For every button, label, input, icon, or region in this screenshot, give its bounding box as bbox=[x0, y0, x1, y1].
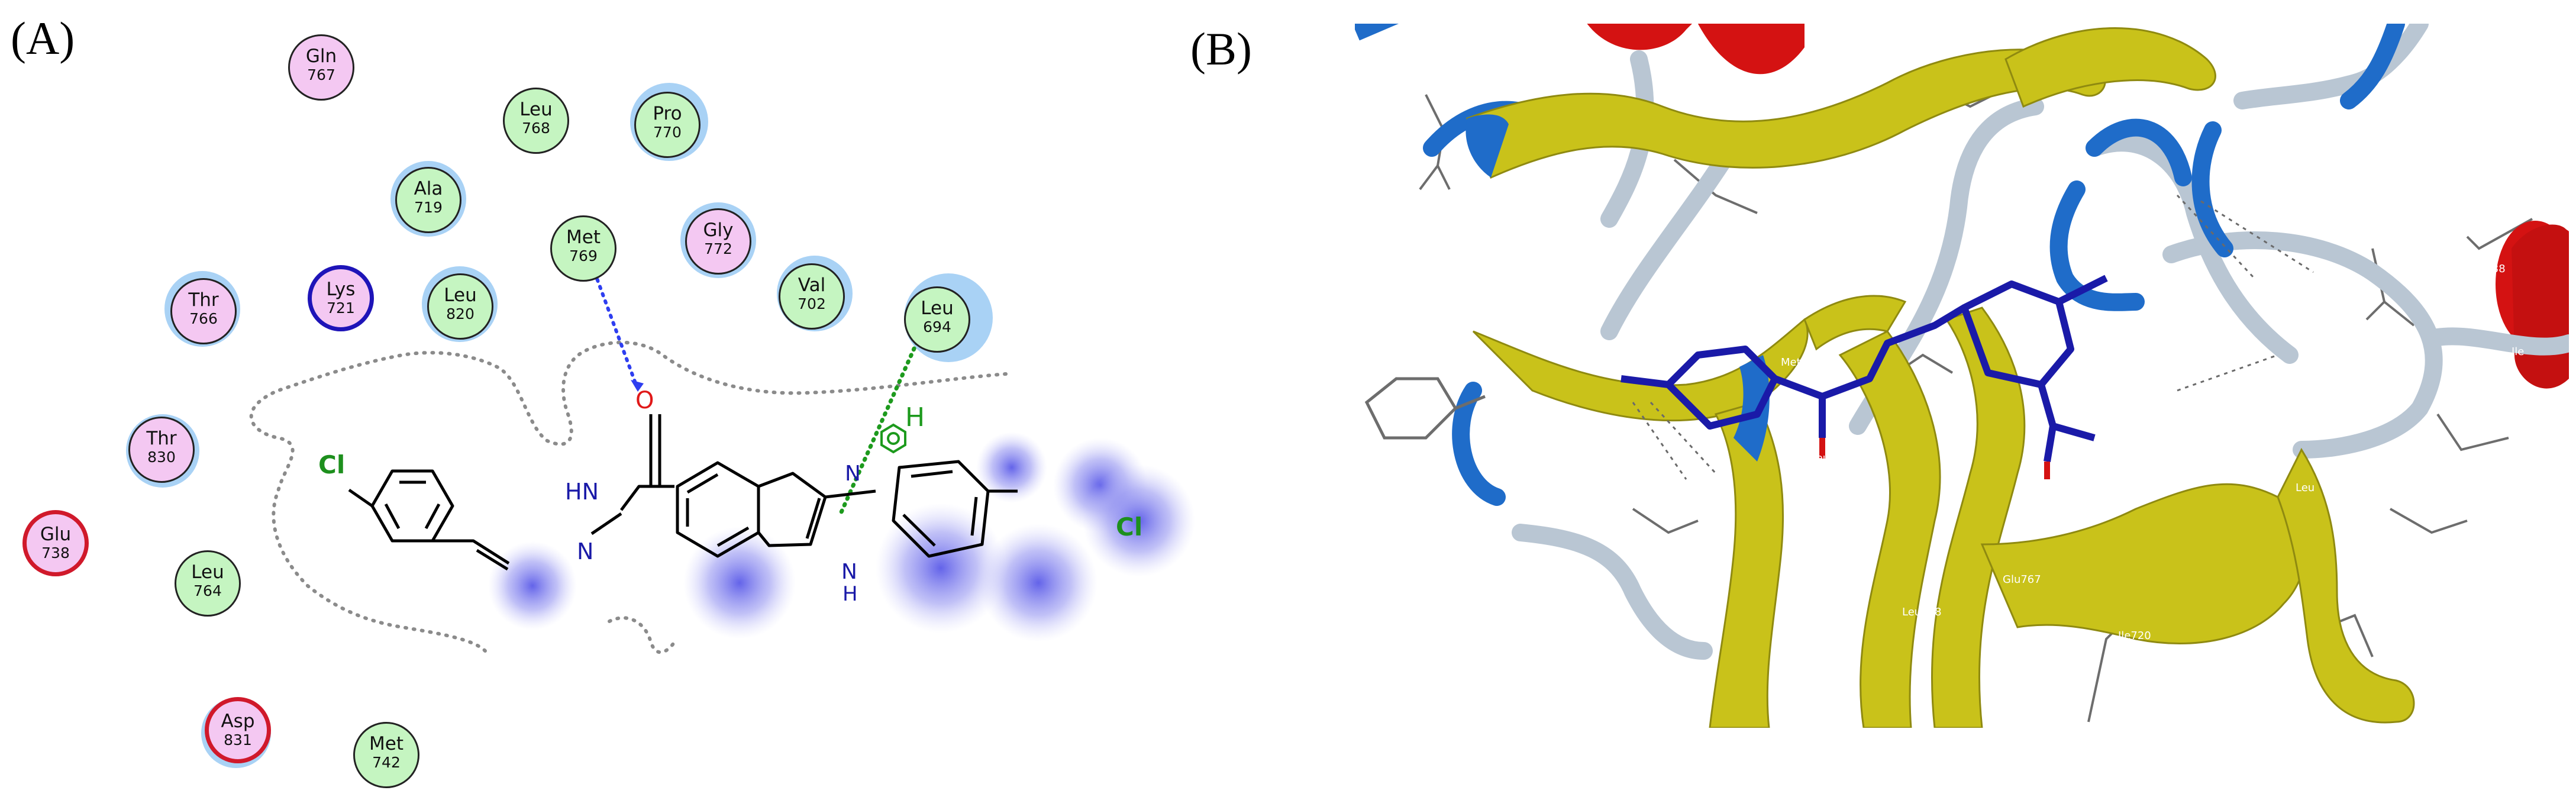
ligand-sketch: Cl Cl O HN N N N H H bbox=[249, 270, 1195, 654]
ribbon-structure-3d: Leu820 Glu738 Met769 Lys721 Leu694 Phe G… bbox=[1355, 24, 2569, 728]
phe-sidechain bbox=[1364, 377, 1486, 440]
arene-icon bbox=[880, 423, 906, 454]
ligand-oxygens bbox=[1819, 438, 2050, 479]
panel-b-label: (B) bbox=[1190, 23, 1252, 75]
atom-cl-right: Cl bbox=[1116, 512, 1142, 541]
label-ile720: Ile720 bbox=[2118, 630, 2151, 642]
hbond-met769 bbox=[593, 270, 638, 386]
panel-a-label: (A) bbox=[11, 12, 75, 64]
label-lys721: Lys721 bbox=[2192, 347, 2229, 359]
beta-sheets bbox=[1466, 27, 2415, 728]
loops bbox=[1512, 24, 2569, 660]
ligand-sticks bbox=[1621, 275, 2108, 462]
residue-labels-3d: Leu820 Glu738 Met769 Lys721 Leu694 Phe G… bbox=[1467, 222, 2524, 695]
pocket-outline bbox=[249, 340, 1008, 653]
atom-n-ring: N bbox=[845, 462, 861, 486]
atom-hn: HN bbox=[565, 479, 599, 505]
contacts bbox=[1632, 194, 2314, 480]
helix-top bbox=[1587, 24, 1805, 75]
label-ile765: Ile765 bbox=[2257, 683, 2290, 695]
protein-ribbon: Leu820 Glu738 Met769 Lys721 Leu694 Phe G… bbox=[1355, 24, 2569, 728]
exposure-blobs bbox=[488, 432, 1195, 642]
label-leu694: Leu694 bbox=[1810, 452, 1850, 464]
label-leu820: Leu820 bbox=[1805, 222, 1844, 235]
pocket-outline-lower bbox=[608, 616, 676, 654]
label-glu767: Glu767 bbox=[2003, 573, 2041, 586]
atom-h-ring: H bbox=[842, 582, 858, 606]
label-phe: Phe bbox=[1467, 354, 1487, 367]
label-met769: Met769 bbox=[1781, 356, 1821, 369]
atom-n-imine: N bbox=[577, 538, 593, 564]
label-ile: Ile bbox=[2512, 346, 2524, 358]
atom-nh-ring: N bbox=[841, 560, 857, 584]
atom-h-bond: H bbox=[905, 402, 925, 433]
atom-oxygen: O bbox=[635, 387, 654, 414]
label-glu738: Glu738 bbox=[2467, 263, 2506, 275]
label-leu: Leu bbox=[2296, 482, 2314, 494]
ribbon-edges bbox=[1465, 114, 1770, 462]
atom-cl-left: Cl bbox=[318, 450, 345, 479]
pi-h-interaction bbox=[838, 340, 919, 517]
helix-right-fill bbox=[2512, 224, 2569, 389]
ligand-bonds bbox=[348, 414, 1018, 571]
label-leu768: Leu768 bbox=[1902, 606, 1942, 618]
